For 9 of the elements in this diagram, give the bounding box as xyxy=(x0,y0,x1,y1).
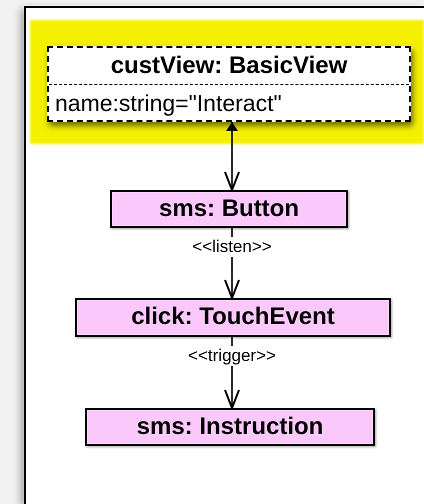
edge-label: <<listen>> xyxy=(191,237,273,257)
object-box: sms: Button xyxy=(110,190,348,228)
edge-label: <<trigger>> xyxy=(187,346,277,366)
class-box xyxy=(47,46,411,122)
class-name: custView: BasicView xyxy=(110,52,348,79)
attribute-text: name:string="Interact" xyxy=(55,90,282,116)
object-box: click: TouchEvent xyxy=(75,298,391,337)
object-box: sms: Instruction xyxy=(85,408,375,446)
arrow xyxy=(224,122,240,191)
